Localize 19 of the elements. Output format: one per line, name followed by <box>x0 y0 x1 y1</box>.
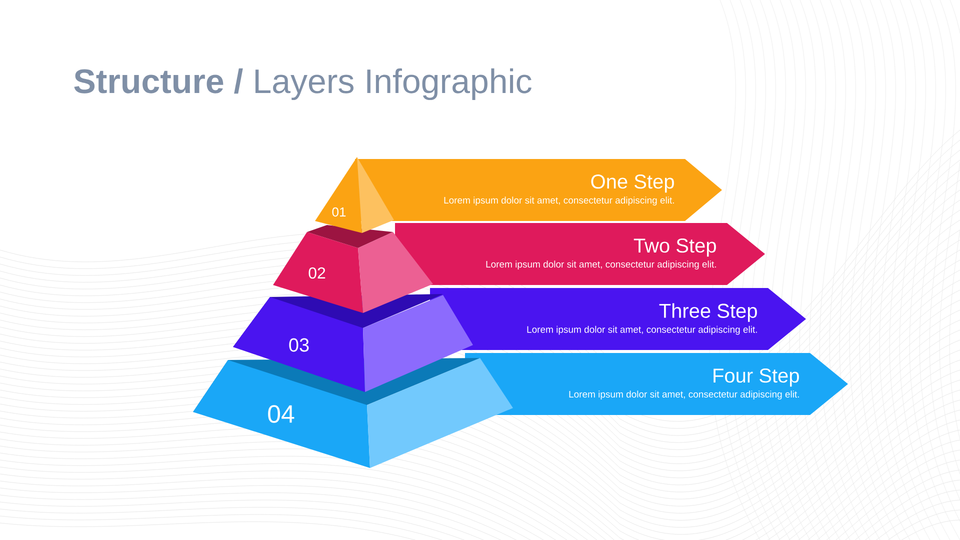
step-heading: Three Step <box>659 303 757 322</box>
arrow-banner <box>465 353 848 415</box>
pyramid-layer <box>315 157 394 233</box>
pyramid-layer <box>273 225 433 313</box>
pyramid-layer <box>233 294 473 392</box>
layer-number: 03 <box>289 338 309 352</box>
step-description: Lorem ipsum dolor sit amet, consectetur adipiscing elit. <box>527 326 757 335</box>
step-heading: Two Step <box>634 238 716 257</box>
arrow-banner <box>395 223 765 285</box>
arrow-banner <box>430 288 806 350</box>
layer-number: 02 <box>308 267 326 279</box>
slide-title: Structure / Layers Infographic <box>74 68 532 100</box>
step-description: Lorem ipsum dolor sit amet, consectetur adipiscing elit. <box>486 260 716 270</box>
step-description: Lorem ipsum dolor sit amet, consectetur adipiscing elit. <box>444 196 674 206</box>
step-heading: One Step <box>591 174 674 193</box>
layer-number: 01 <box>332 207 346 217</box>
step-description: Lorem ipsum dolor sit amet, consectetur adipiscing elit. <box>569 390 799 400</box>
step-heading: Four Step <box>714 368 799 387</box>
layer-number: 04 <box>268 405 294 423</box>
